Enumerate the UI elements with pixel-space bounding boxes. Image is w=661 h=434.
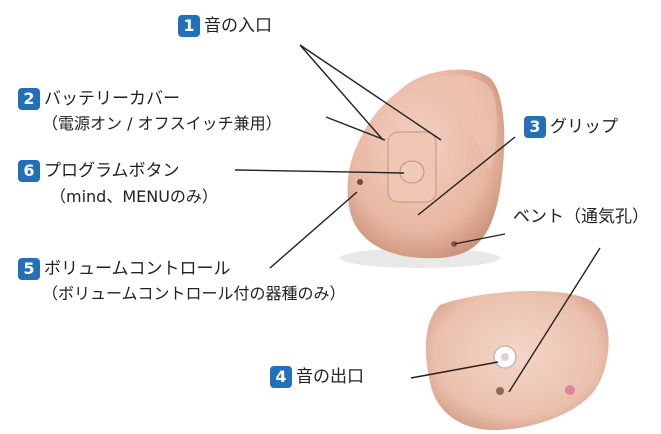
hearing-aid-bottom-view <box>426 291 609 430</box>
callout-2-text: バッテリーカバー <box>44 89 180 109</box>
badge-4: 4 <box>270 366 292 388</box>
badge-3: 3 <box>524 116 546 138</box>
badge-1: 1 <box>178 15 200 37</box>
callout-3-text: グリップ <box>550 117 618 137</box>
badge-6: 6 <box>18 160 40 182</box>
vent-label: ベント（通気孔） <box>513 206 649 228</box>
badge-2: 2 <box>18 88 40 110</box>
callout-2-subtext: （電源オン / オフスイッチ兼用） <box>42 113 282 135</box>
callout-4-text: 音の出口 <box>296 367 364 387</box>
hearing-aid-top-view <box>340 69 504 268</box>
callout-1-text: 音の入口 <box>204 16 272 36</box>
callout-5-subtext: （ボリュームコントロール付の器種のみ） <box>42 283 346 305</box>
callout-6-text: プログラムボタン <box>44 161 180 181</box>
callout-5-text: ボリュームコントロール <box>44 259 231 279</box>
badge-5: 5 <box>18 258 40 280</box>
callout-6-subtext: （mind、MENUのみ） <box>50 186 218 208</box>
